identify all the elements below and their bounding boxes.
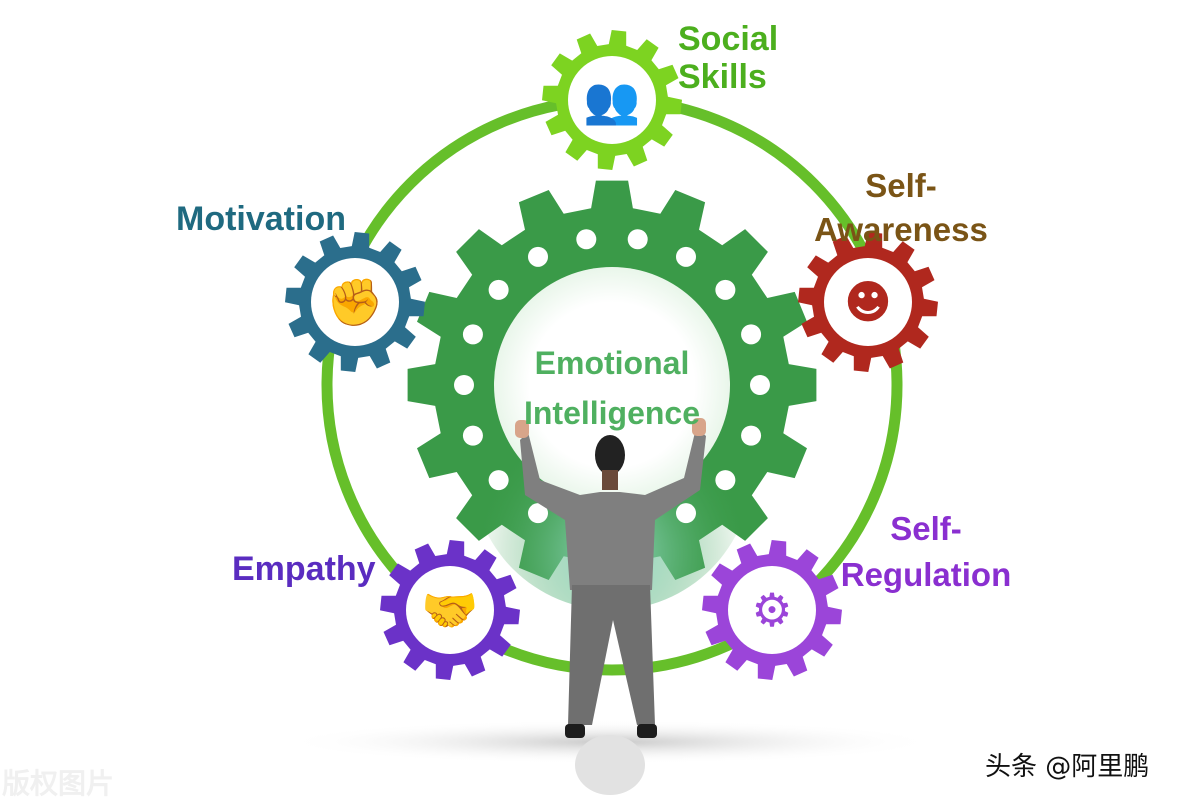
gear-face xyxy=(568,56,656,144)
gear-hole xyxy=(715,279,736,300)
gear-hole xyxy=(741,324,762,345)
label-line: Awareness xyxy=(814,211,988,248)
gear-motivation: ✊ xyxy=(285,232,425,372)
watermark-right: 头条 @阿里鹏 xyxy=(985,752,1150,782)
center-label-line2: Intelligence xyxy=(523,395,701,431)
handshake-icon: 🤝 xyxy=(421,583,478,637)
gear-hole xyxy=(488,470,509,491)
gear-hole xyxy=(627,229,648,250)
gear-hole xyxy=(676,246,696,267)
watermark-left: 版权图片 xyxy=(2,767,115,800)
head-with-gear-icon: ⚙ xyxy=(751,583,792,637)
gear-self-awareness: ☻ xyxy=(798,232,938,372)
label-line: Regulation xyxy=(840,556,1012,593)
gear-empathy: 🤝 xyxy=(380,540,520,680)
gear-face xyxy=(728,566,816,654)
gear-face xyxy=(824,258,912,346)
gear-social-skills: 👥 xyxy=(542,30,682,170)
label-line: Self- xyxy=(865,167,937,204)
label-empathy: Empathy xyxy=(232,550,376,588)
center-label: Emotional Intelligence xyxy=(512,338,712,438)
gear-hole xyxy=(715,470,736,491)
label-line: Skills xyxy=(678,58,767,96)
raised-fist-icon: ✊ xyxy=(326,275,383,330)
gear-face xyxy=(406,566,494,654)
center-label-line1: Emotional xyxy=(534,345,690,381)
gear-hole xyxy=(750,375,770,395)
label-motivation: Motivation xyxy=(176,200,346,238)
head-profile-icon: ☻ xyxy=(844,275,892,329)
label-line: Motivation xyxy=(176,200,346,238)
label-self-awareness: Self- Awareness xyxy=(803,164,999,252)
gear-hole xyxy=(741,425,762,446)
gear-hole xyxy=(454,375,474,395)
label-social-skills: Social Skills xyxy=(678,20,778,96)
big-gear-center xyxy=(494,267,730,503)
label-line: Self- xyxy=(890,510,962,547)
label-line: Social xyxy=(678,20,779,58)
gear-hole xyxy=(576,229,597,250)
gear-hole xyxy=(462,324,483,345)
gear-hole xyxy=(528,246,548,267)
gear-face xyxy=(311,258,399,346)
gear-hole xyxy=(676,503,696,524)
label-self-regulation: Self- Regulation xyxy=(828,506,1024,598)
gear-hole xyxy=(528,503,548,524)
group-of-people-icon: 👥 xyxy=(583,73,640,127)
gear-self-regulation: ⚙ xyxy=(702,540,842,680)
businessman-figure xyxy=(515,418,706,795)
gear-hole xyxy=(488,279,509,300)
gear-hole xyxy=(462,425,483,446)
label-line: Empathy xyxy=(232,550,376,588)
